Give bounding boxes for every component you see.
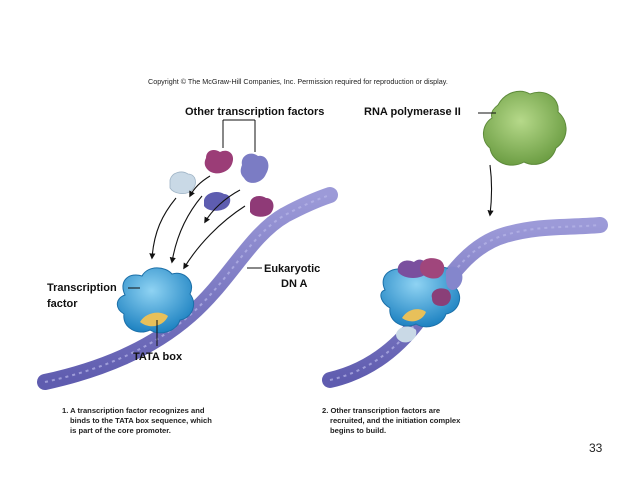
label-transcription-factor-line2: factor — [47, 298, 78, 310]
arrows — [149, 164, 494, 270]
label-other-transcription-factors: Other transcription factors — [185, 106, 325, 118]
factor-magenta-top — [204, 150, 234, 174]
floating-factors — [169, 150, 274, 217]
factor-lavender-small — [204, 192, 231, 211]
factor-magenta-small — [250, 196, 274, 217]
factor-lavender-top — [240, 153, 269, 183]
initiation-complex-right — [380, 258, 463, 343]
caption-step-2-line-1: 2. Other transcription factors are — [322, 406, 441, 415]
leader-lines — [128, 112, 496, 346]
caption-step-2-line-2: recruited, and the initiation complex — [330, 416, 461, 425]
caption-step-1-line-3: is part of the core promoter. — [70, 426, 171, 435]
caption-step-2: 2. Other transcription factors are recru… — [322, 406, 460, 436]
dna-strand-left — [37, 187, 338, 390]
copyright-notice: Copyright © The McGraw-Hill Companies, I… — [148, 77, 448, 86]
transcription-factor-left — [116, 267, 195, 334]
factor-pale — [169, 171, 196, 194]
label-rna-polymerase-ii: RNA polymerase II — [364, 106, 461, 118]
caption-step-1: 1. A transcription factor recognizes and… — [62, 406, 212, 436]
label-transcription-factor-line1: Transcription — [47, 282, 117, 294]
page-number: 33 — [589, 441, 603, 455]
caption-step-2-line-3: begins to build. — [330, 426, 387, 435]
label-eukaryotic-dna-line1: Eukaryotic — [264, 263, 321, 275]
tata-box — [140, 312, 168, 327]
caption-step-1-line-1: 1. A transcription factor recognizes and — [62, 406, 205, 415]
label-eukaryotic-dna-line2: DN A — [281, 278, 308, 290]
rna-polymerase-ii — [483, 90, 567, 166]
caption-step-1-line-2: binds to the TATA box sequence, which — [70, 416, 212, 425]
dna-strand-right — [322, 217, 608, 388]
label-tata-box: TATA box — [133, 351, 183, 363]
